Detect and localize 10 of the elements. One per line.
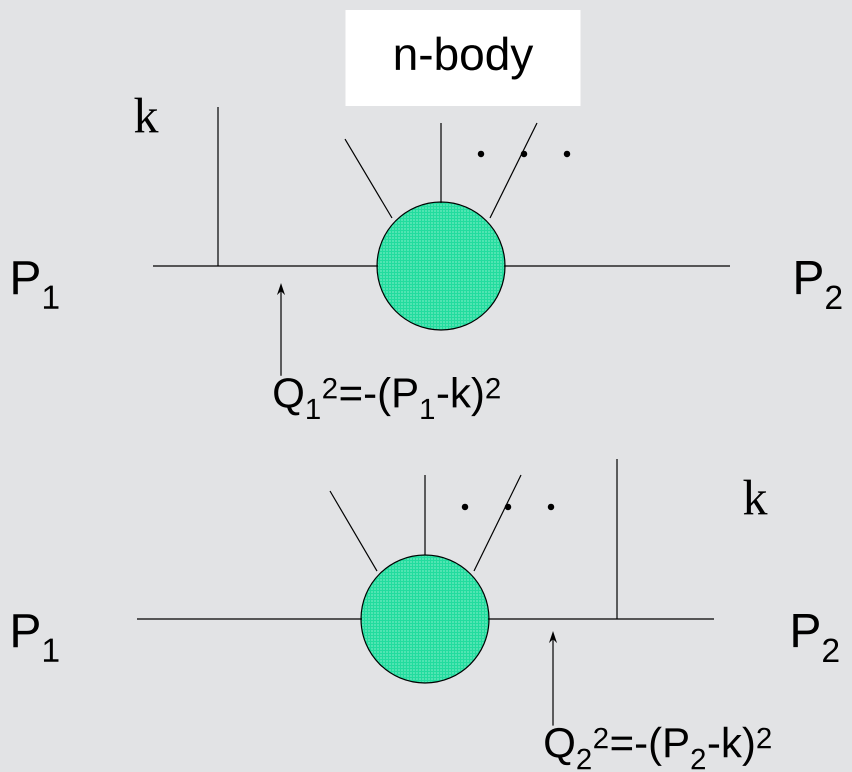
particle-label: P$_{1}$ xyxy=(13,261,58,309)
formula-label: Q$_{1}$$^{2}$=-(P$_{1}$-k)$^{2}$ xyxy=(274,376,500,420)
particle-label: P$_{2}$ xyxy=(793,614,838,662)
momentum-label: k xyxy=(134,98,158,132)
particle-label: P$_{1}$ xyxy=(13,614,58,662)
momentum-label: k xyxy=(743,480,768,514)
title-box: n-body xyxy=(346,10,580,106)
blob-circle xyxy=(376,201,506,331)
formula-label: Q$_{2}$$^{2}$=-(P$_{2}$-k)$^{2}$ xyxy=(545,726,771,770)
particle-label: P$_{2}$ xyxy=(796,261,842,309)
